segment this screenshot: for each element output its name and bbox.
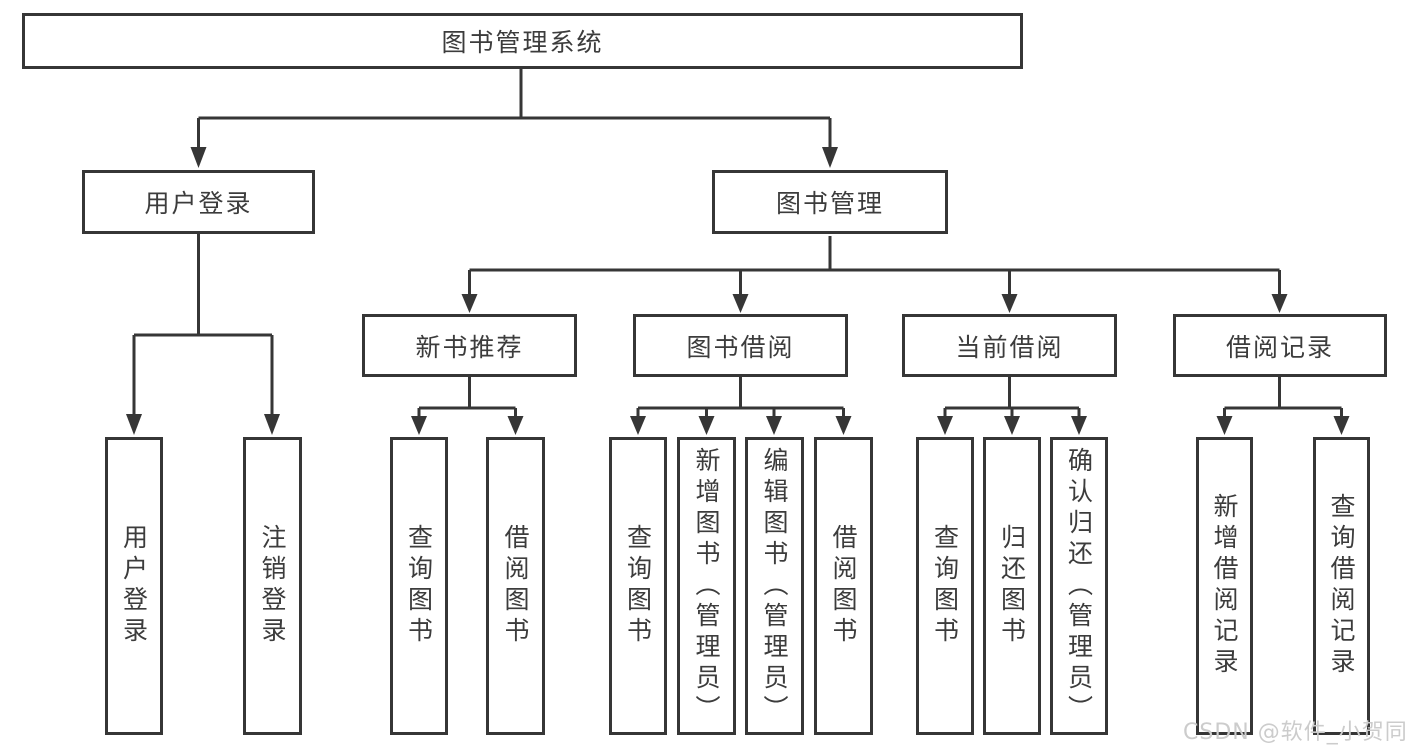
leaf-edit-book-admin: 编辑图书（管理员） [745,437,804,735]
leaf-user-login-label: 用户登录 [119,524,149,648]
leaf-edit-book-admin-label: 编辑图书（管理员） [760,446,789,726]
leaf-add-borrow-record-label: 新增借阅记录 [1210,493,1239,679]
node-borrowing-records: 借阅记录 [1173,314,1387,377]
node-root: 图书管理系统 [22,13,1023,69]
leaf-user-login: 用户登录 [105,437,163,735]
leaf-query-books-newbook: 查询图书 [390,437,448,735]
node-book-management-label: 图书管理 [775,189,884,218]
leaf-query-books-borrowing-label: 查询图书 [623,524,653,648]
arrowheads [126,147,1350,435]
leaf-add-borrow-record: 新增借阅记录 [1196,437,1253,735]
leaf-add-book-admin: 新增图书（管理员） [677,437,736,735]
leaf-confirm-return-admin: 确认归还（管理员） [1050,437,1108,735]
node-book-borrowing: 图书借阅 [633,314,848,377]
node-new-book-recommend: 新书推荐 [362,314,577,377]
leaf-logout-login: 注销登录 [243,437,302,735]
leaf-add-book-admin-label: 新增图书（管理员） [692,446,721,726]
leaf-confirm-return-admin-label: 确认归还（管理员） [1064,446,1094,726]
node-book-management: 图书管理 [712,170,948,234]
node-current-borrowing-label: 当前借阅 [955,332,1064,362]
node-book-borrowing-label: 图书借阅 [686,332,795,362]
leaf-borrow-books-newbook-label: 借阅图书 [501,524,530,648]
node-user-login-label: 用户登录 [144,189,253,218]
leaf-return-books-label: 归还图书 [997,524,1027,648]
leaf-borrow-books: 借阅图书 [814,437,873,735]
leaf-query-books-newbook-label: 查询图书 [404,524,434,648]
leaf-logout-login-label: 注销登录 [258,524,287,648]
leaf-query-borrow-record-label: 查询借阅记录 [1327,493,1356,679]
node-root-label: 图书管理系统 [441,28,604,57]
node-current-borrowing: 当前借阅 [902,314,1117,377]
leaf-query-books-current: 查询图书 [916,437,974,735]
leaf-borrow-books-label: 借阅图书 [829,524,858,648]
leaf-borrow-books-newbook: 借阅图书 [486,437,545,735]
leaf-query-borrow-record: 查询借阅记录 [1313,437,1370,735]
leaf-return-books: 归还图书 [983,437,1041,735]
watermark-text: CSDN @软件_小贺同学 [1183,720,1405,745]
node-borrowing-records-label: 借阅记录 [1225,332,1334,362]
node-new-book-recommend-label: 新书推荐 [415,332,524,362]
node-user-login: 用户登录 [82,170,315,234]
leaf-query-books-current-label: 查询图书 [930,524,960,648]
leaf-query-books-borrowing: 查询图书 [609,437,667,735]
